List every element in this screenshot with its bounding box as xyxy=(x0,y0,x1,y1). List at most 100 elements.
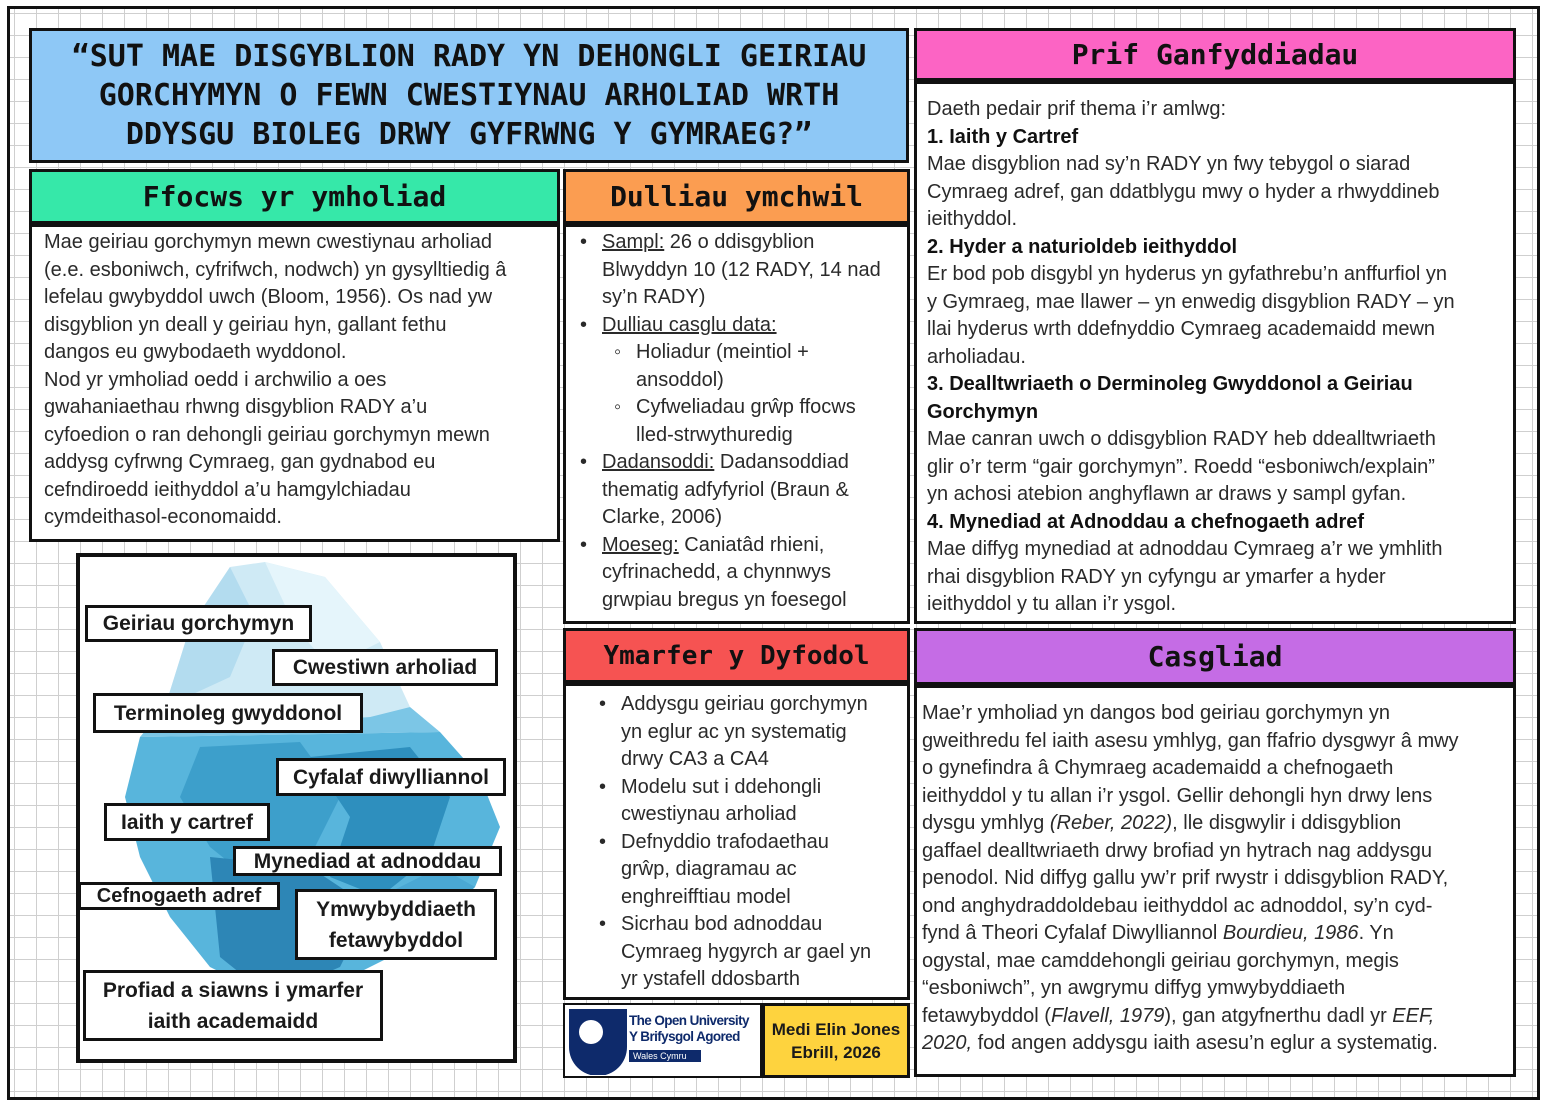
holiadur-text: Holiadur (meintiol + xyxy=(636,341,809,363)
title-line-2: GORCHYMYN O FEWN CWESTIYNAU ARHOLIAD WRT… xyxy=(98,78,840,113)
dadansoddi-text: thematig adfyfyriol (Braun & xyxy=(602,478,849,501)
holiadur-text: ansoddol) xyxy=(636,368,724,391)
iceberg-label-profiad: Profiad a siawns i ymarfer iaith academa… xyxy=(83,970,383,1041)
casglu-sublist: Holiadur (meintiol + ansoddol) Cyfweliad… xyxy=(602,339,901,449)
theme-2-line: llai hyderus wrth ddefnyddio Cymraeg aca… xyxy=(927,318,1436,340)
casgliad-line: penodol. Nid diffyg gallu yw’r prif rwys… xyxy=(922,867,1449,889)
iceberg-label-cwestiwn: Cwestiwn arholiad xyxy=(272,649,498,686)
ymarfer-text: grŵp, diagramau ac xyxy=(621,858,797,880)
casgliad-heading: Casgliad xyxy=(914,628,1516,685)
theme-4-title: 4. Mynediad at Adnoddau a chefnogaeth ad… xyxy=(927,510,1365,533)
ffocws-line: gwahaniaethau rhwng disgyblion RADY a’u xyxy=(44,396,428,418)
ymarfer-text: yn eglur ac yn systematig xyxy=(621,720,847,743)
iceberg-label-mynediad: Mynediad at adnoddau xyxy=(233,846,502,876)
sampl-text: Blwyddyn 10 (12 RADY, 14 nad xyxy=(602,258,881,281)
prif-box: Daeth pedair prif thema i’r amlwg: 1. Ia… xyxy=(914,81,1516,624)
ou-logo-line-2: Y Brifysgol Agored xyxy=(629,1029,740,1044)
title-line-1: “SUT MAE DISGYBLION RADY YN DEHONGLI GEI… xyxy=(71,39,867,74)
citation-reber: (Reber, 2022) xyxy=(1049,812,1173,834)
casgliad-line: ond anghydraddoldebau ieithyddol ac adno… xyxy=(922,894,1433,917)
list-item: Sicrhau bod adnoddau Cymraeg hygyrch ar … xyxy=(599,911,901,994)
moeseg-text: cyfrinachedd, a chynnwys xyxy=(602,561,832,583)
ffocws-box: Mae geiriau gorchymyn mewn cwestiynau ar… xyxy=(29,224,560,542)
ffocws-line: Nod yr ymholiad oedd i archwilio a oes xyxy=(44,368,387,391)
theme-3-title: 3. Dealltwriaeth o Derminoleg Gwyddonol … xyxy=(927,373,1413,395)
list-item: Dadansoddi: Dadansoddiad thematig adfyfy… xyxy=(580,449,901,532)
dulliau-box: Sampl: 26 o ddisgyblion Blwyddyn 10 (12 … xyxy=(563,224,910,624)
theme-1-title: 1. Iaith y Cartref xyxy=(927,125,1079,148)
theme-4-line: rhai disgyblion RADY yn cyfyngu ar ymarf… xyxy=(927,565,1386,588)
ffocws-line: cymdeithasol-economaidd. xyxy=(44,506,282,528)
casgliad-line: ogystal, mae camddehongli geiriau gorchy… xyxy=(922,949,1399,972)
list-item: Holiadur (meintiol + ansoddol) xyxy=(614,339,901,394)
ffocws-line: dangos eu gwybodaeth wyddonol. xyxy=(44,341,347,363)
iceberg-label-cefnogaeth: Cefnogaeth adref xyxy=(78,882,280,910)
theme-2-line: y Gymraeg, mae llawer – yn enwedig disgy… xyxy=(927,290,1455,313)
prif-heading: Prif Ganfyddiadau xyxy=(914,28,1516,81)
casgliad-box: Mae’r ymholiad yn dangos bod geiriau gor… xyxy=(914,685,1516,1077)
ymarfer-text: Defnyddio trafodaethau xyxy=(621,830,829,853)
theme-1-line: Mae disgyblion nad sy’n RADY yn fwy teby… xyxy=(927,153,1411,175)
iceberg-label-line: Profiad a siawns i ymarfer xyxy=(102,978,364,1002)
ymarfer-text: Addysgu geiriau gorchymyn xyxy=(621,693,868,715)
ou-logo-icon xyxy=(569,1009,627,1075)
dulliau-heading: Dulliau ymchwil xyxy=(563,169,910,224)
prif-intro: Daeth pedair prif thema i’r amlwg: xyxy=(927,98,1227,120)
iceberg-label-iaith: Iaith y cartref xyxy=(104,803,270,841)
ymarfer-text: Sicrhau bod adnoddau xyxy=(621,913,823,935)
dulliau-list: Sampl: 26 o ddisgyblion Blwyddyn 10 (12 … xyxy=(580,229,901,614)
dadansoddi-label: Dadansoddi: xyxy=(602,451,715,473)
ffocws-line: addysg cyfrwng Cymraeg, gan gydnabod eu xyxy=(44,451,436,473)
casgliad-text: . Yn xyxy=(1358,922,1394,944)
citation-bourdieu: Bourdieu, 1986 xyxy=(1222,922,1359,944)
theme-3-title: Gorchymyn xyxy=(927,400,1039,423)
author-date: Ebrill, 2026 xyxy=(791,1042,881,1062)
dadansoddi-text: Dadansoddiad xyxy=(714,451,849,473)
theme-1-line: ieithyddol. xyxy=(927,208,1018,230)
list-item: Cyfweliadau grŵp ffocws lled-strwythured… xyxy=(614,394,901,449)
theme-2-title: 2. Hyder a naturioldeb ieithyddol xyxy=(927,235,1238,258)
ymarfer-text: enghreifftiau model xyxy=(621,885,791,908)
ffocws-line: Mae geiriau gorchymyn mewn cwestiynau ar… xyxy=(44,231,492,253)
dadansoddi-text: Clarke, 2006) xyxy=(602,506,723,528)
title-line-3: DDYSGU BIOLEG DRWY GYFRWNG Y GYMRAEG?” xyxy=(125,117,813,152)
ymarfer-heading: Ymarfer y Dyfodol xyxy=(563,628,910,683)
ou-logo-box: The Open University Y Brifysgol Agored W… xyxy=(563,1003,762,1078)
citation-eef-year: 2020, xyxy=(922,1032,973,1054)
theme-2-line: Er bod pob disgybl yn hyderus yn gyfathr… xyxy=(927,263,1447,285)
theme-3-line: Mae canran uwch o ddisgyblion RADY heb d… xyxy=(927,428,1436,450)
author-name: Medi Elin Jones xyxy=(771,1019,901,1039)
sampl-label: Sampl: xyxy=(602,231,665,253)
sampl-text: sy’n RADY) xyxy=(602,286,706,308)
casgliad-line: fynd â Theori Cyfalaf Diwylliannol Bourd… xyxy=(922,920,1509,948)
list-item: Addysgu geiriau gorchymyn yn eglur ac yn… xyxy=(599,691,901,774)
ou-logo-line-3: Wales Cymru xyxy=(629,1050,701,1062)
iceberg-label-terminoleg: Terminoleg gwyddonol xyxy=(93,693,363,733)
ffocws-line: disgyblion yn deall y geiriau hyn, galla… xyxy=(44,313,447,336)
ffocws-line: cefndiroedd ieithyddol a’u hamgylchiadau xyxy=(44,478,411,501)
iceberg-label-geiriau: Geiriau gorchymyn xyxy=(85,605,312,642)
casgliad-line: o gynefindra â Chymraeg academaidd a che… xyxy=(922,757,1394,779)
casgliad-line: gaffael dealltwriaeth drwy brofiad yn hy… xyxy=(922,839,1432,862)
ffocws-line: cyfoedion o ran dehongli geiriau gorchym… xyxy=(44,423,490,446)
iceberg-label-line: fetawybyddol xyxy=(328,928,464,952)
ffocws-line: lefelau gwybyddol uwch (Bloom, 1956). Os… xyxy=(44,286,493,308)
list-item: Defnyddio trafodaethau grŵp, diagramau a… xyxy=(599,829,901,912)
ymarfer-text: drwy CA3 a CA4 xyxy=(621,748,769,770)
casgliad-text: dysgu ymhlyg xyxy=(922,812,1050,834)
iceberg-label-ymwybyddiaeth: Ymwybyddiaeth fetawybyddol xyxy=(295,889,497,960)
sampl-text: 26 o ddisgyblion xyxy=(664,231,815,253)
citation-flavell: Flavell, 1979 xyxy=(1050,1004,1165,1027)
casgliad-line: ieithyddol y tu allan i’r ysgol. Gellir … xyxy=(922,784,1433,807)
ymarfer-text: yr ystafell ddosbarth xyxy=(621,968,800,990)
author-box: Medi Elin Jones Ebrill, 2026 xyxy=(762,1003,910,1078)
casgliad-line: dysgu ymhlyg (Reber, 2022), lle disgwyli… xyxy=(922,810,1509,838)
cyfweliadau-text: Cyfweliadau grŵp ffocws xyxy=(636,396,856,418)
casgliad-line: fetawybyddol (Flavell, 1979), gan atgyfn… xyxy=(922,1003,1509,1031)
ymarfer-text: Cymraeg hygyrch ar gael yn xyxy=(621,940,872,963)
ymarfer-text: Modelu sut i ddehongli xyxy=(621,775,822,798)
iceberg-label-cyfalaf: Cyfalaf diwylliannol xyxy=(276,758,506,796)
theme-3-line: yn achosi atebion anghyflawn ar draws y … xyxy=(927,483,1407,505)
ou-logo-line-1: The Open University xyxy=(629,1013,749,1028)
ymarfer-text: cwestiynau arholiad xyxy=(621,803,797,825)
